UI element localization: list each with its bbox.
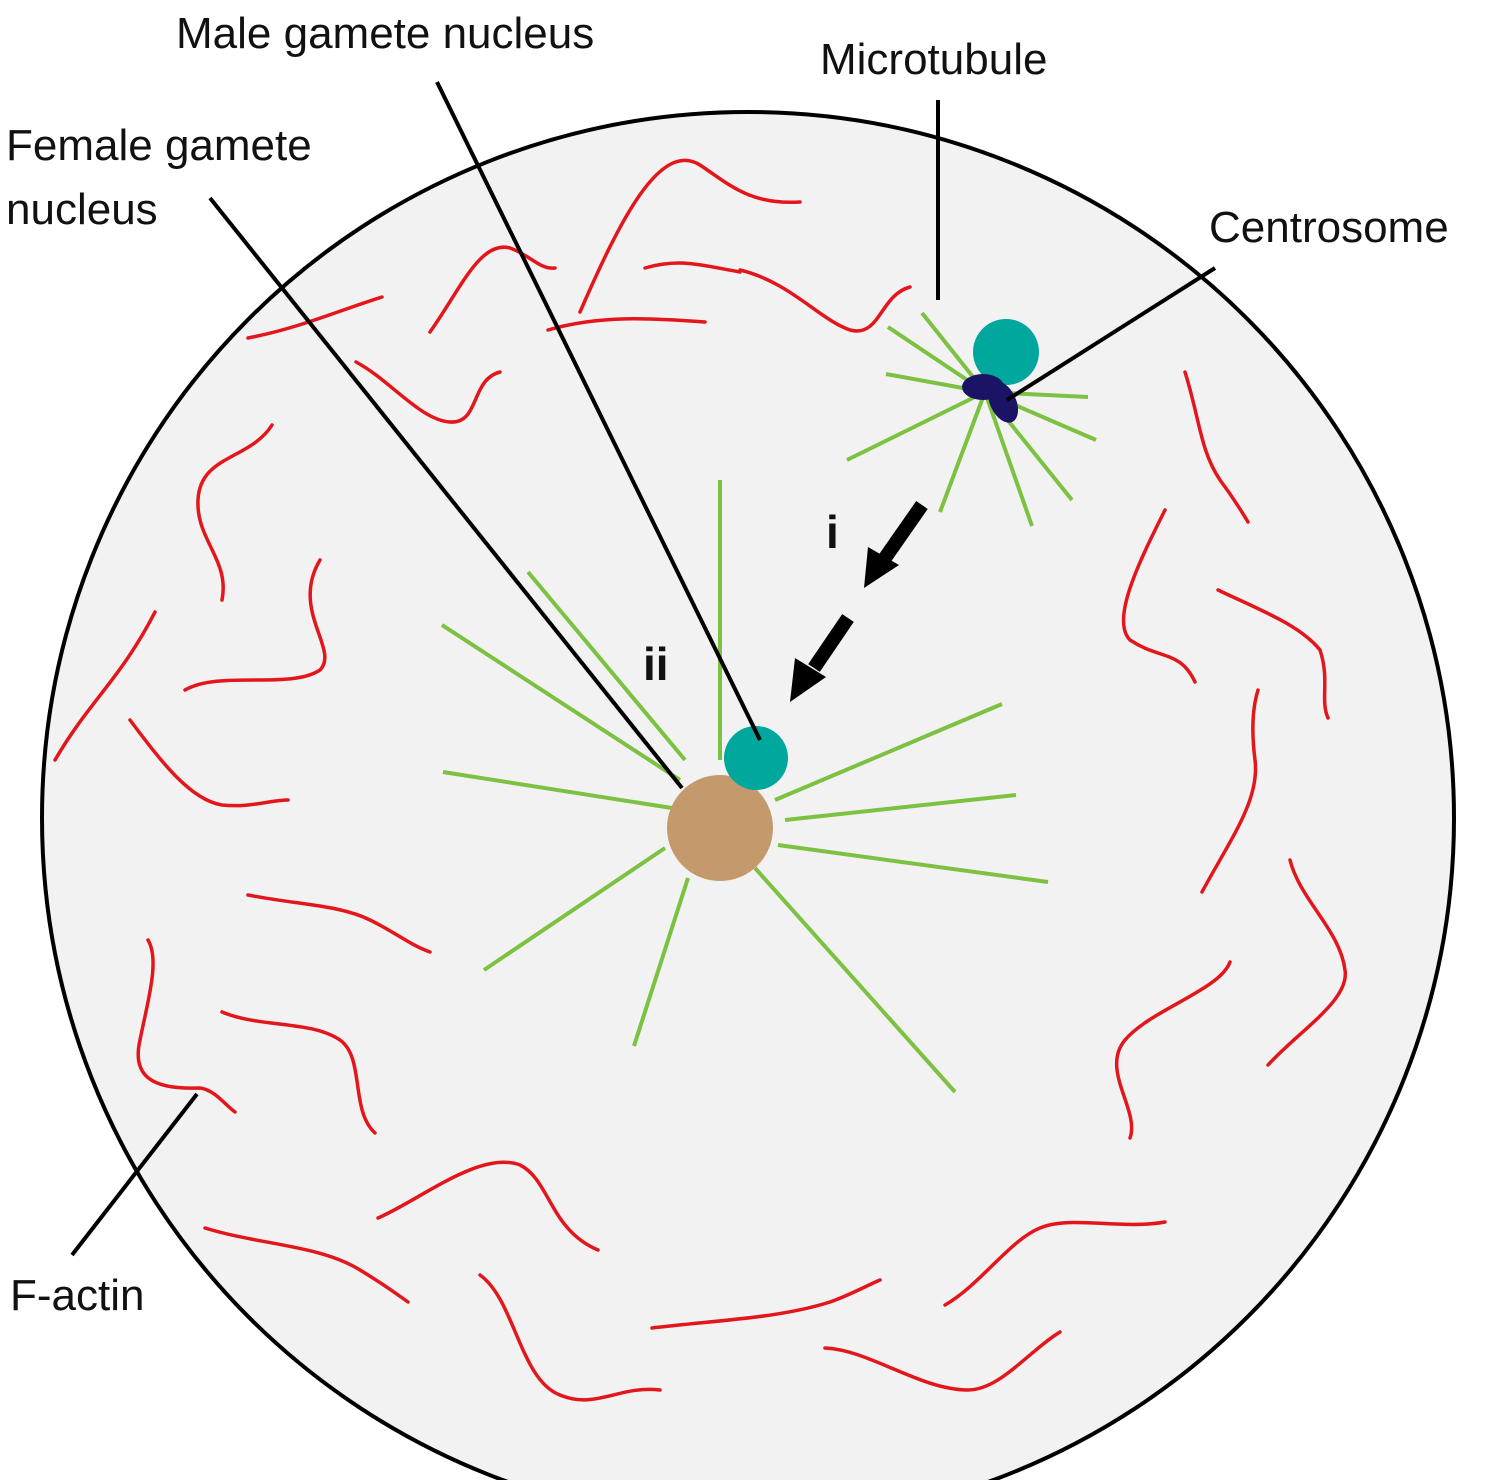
leader-female-nucleus [208, 196, 684, 790]
centrosome [962, 374, 1019, 423]
label-male-gamete-nucleus: Male gamete nucleus [176, 9, 594, 58]
leader-male-nucleus [435, 81, 762, 741]
label-female-gamete-nucleus-line1: Female gamete [6, 121, 312, 170]
f-actin-filament [1183, 370, 1250, 524]
f-actin-filament [1200, 688, 1260, 894]
arrow-shaft [808, 614, 854, 672]
female-pronucleus [667, 775, 773, 881]
label-centrosome: Centrosome [1209, 203, 1449, 252]
centriole [987, 381, 1019, 423]
f-actin-filament [203, 1226, 410, 1304]
f-actin-filament [354, 360, 502, 424]
f-actin-filament [823, 1330, 1062, 1392]
f-actin-filament [650, 1278, 882, 1330]
f-actin-filament [128, 718, 290, 808]
microtubule [526, 570, 687, 762]
microtubule [753, 866, 957, 1094]
leader-centrosome [1005, 266, 1217, 402]
f-actin-filament [1216, 588, 1330, 720]
f-actin-filament [643, 261, 742, 274]
label-f-actin: F-actin [10, 1271, 144, 1320]
microtubule [938, 391, 987, 513]
f-actin-filaments [53, 158, 1347, 1402]
microtubule [846, 390, 986, 462]
microtubule [440, 623, 682, 782]
microtubule [983, 391, 1034, 527]
microtubule [632, 877, 690, 1047]
arrow-head [864, 547, 899, 588]
f-actin-filament [376, 1160, 600, 1252]
male-pronucleus [724, 726, 788, 790]
f-actin-filament [136, 938, 237, 1114]
f-actin-filament [546, 317, 707, 332]
arrow-shaft [879, 500, 928, 563]
f-actin-filament [478, 1273, 662, 1402]
f-actin-filament [246, 893, 432, 954]
f-actin-filament [1121, 508, 1197, 684]
label-microtubule: Microtubule [820, 35, 1047, 84]
f-actin-filament [220, 1010, 377, 1135]
microtubule [777, 843, 1049, 884]
f-actin-filament [246, 295, 384, 340]
microtubule [774, 702, 1003, 802]
f-actin-filament [53, 610, 157, 762]
f-actin-filament [578, 158, 802, 314]
leader-lines [70, 81, 1217, 1257]
f-actin-filament [1114, 960, 1232, 1140]
f-actin-filament [196, 423, 274, 602]
step-ii-label: ii [643, 638, 669, 690]
f-actin-filament [1266, 858, 1347, 1067]
microtubule [442, 770, 673, 810]
f-actin-filament [738, 268, 912, 333]
step-i-label: i [826, 506, 839, 558]
arrow-head [790, 658, 826, 702]
leader-f-actin [70, 1092, 199, 1257]
migration-arrows [790, 500, 928, 702]
microtubule [482, 846, 667, 972]
microtubule [784, 793, 1017, 822]
f-actin-filament [943, 1220, 1167, 1307]
f-actin-filament [183, 558, 327, 692]
male-pronucleus-initial [973, 319, 1039, 385]
f-actin-filament [428, 245, 557, 334]
label-female-gamete-nucleus-line2: nucleus [6, 185, 158, 234]
microtubule-aster-center [440, 480, 1049, 1094]
